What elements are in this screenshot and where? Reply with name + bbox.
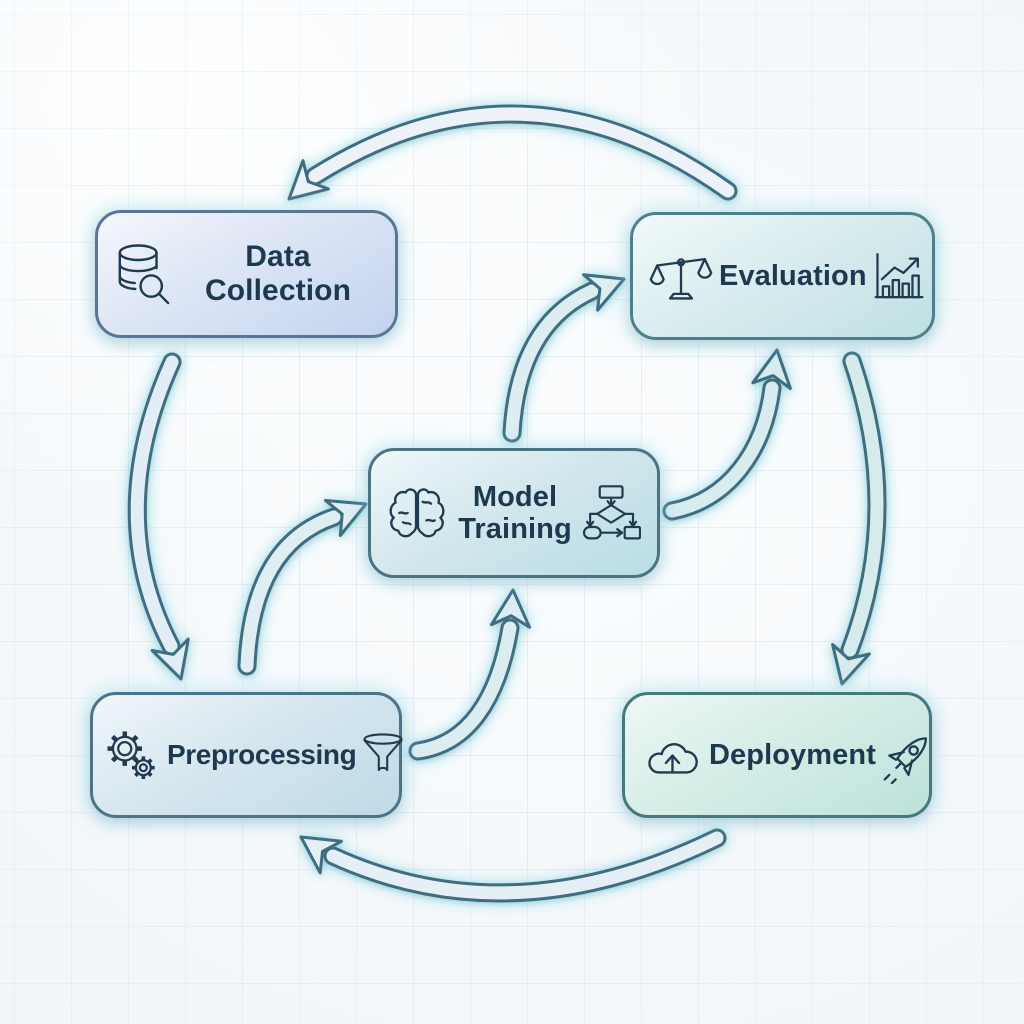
node-label: Preprocessing xyxy=(167,739,357,771)
gears-icon xyxy=(103,726,161,784)
node-data-collection: Data Collection xyxy=(95,210,398,338)
node-label: Model Training xyxy=(458,480,572,545)
node-model-training: Model Training xyxy=(368,448,660,578)
arrow-model-training-to-evaluation-bottom xyxy=(662,348,792,521)
arrow-model-training-to-evaluation-left xyxy=(502,273,626,443)
rocket-icon xyxy=(882,726,940,784)
node-preprocessing: Preprocessing xyxy=(90,692,404,818)
arrow-preprocessing-to-model-training-bottom xyxy=(408,588,531,761)
funnel-icon xyxy=(362,733,404,777)
node-label: Evaluation xyxy=(719,259,867,292)
arrow-preprocessing-to-model-training-left xyxy=(237,499,368,676)
node-evaluation: Evaluation xyxy=(630,212,935,340)
bar-chart-icon xyxy=(873,252,925,301)
node-label: Deployment xyxy=(709,738,876,771)
database-search-icon xyxy=(114,242,172,306)
brain-icon xyxy=(387,485,447,541)
arrow-evaluation-to-deployment xyxy=(831,351,887,686)
arrow-evaluation-to-data-collection xyxy=(287,104,738,201)
arrow-deployment-to-preprocessing xyxy=(299,828,727,903)
balance-scale-icon xyxy=(649,248,713,305)
node-label: Data Collection xyxy=(204,240,351,307)
flowchart-icon xyxy=(583,485,641,541)
cloud-upload-icon xyxy=(641,732,703,779)
arrow-data-collection-to-preprocessing xyxy=(127,352,190,681)
node-deployment: Deployment xyxy=(622,692,932,818)
